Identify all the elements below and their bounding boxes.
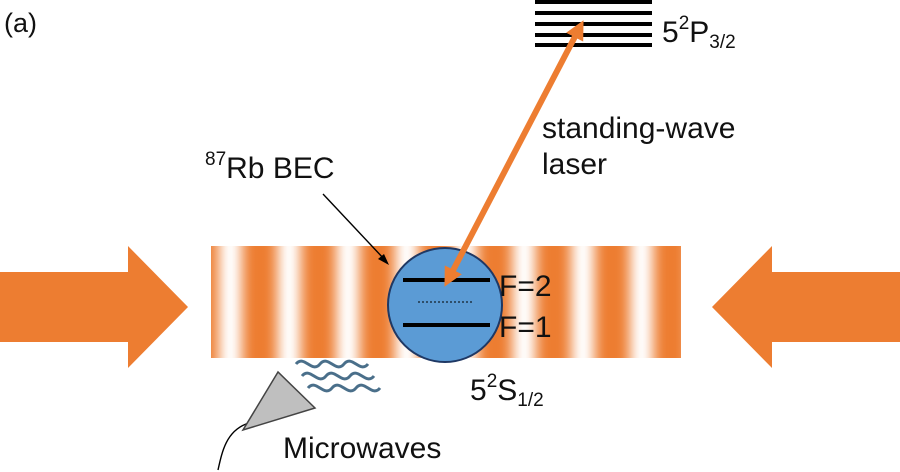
upper-level-lines: [535, 0, 652, 47]
right-laser-beam-arrow: [712, 246, 900, 368]
bec-cloud: [387, 247, 503, 363]
upper-level-mult: 2: [678, 13, 690, 34]
upper-level-j: 3/2: [709, 32, 736, 53]
microwave-label: Microwaves: [283, 432, 442, 465]
ground-level-label: 52S1/2: [470, 372, 544, 410]
upper-level-letter: P: [689, 16, 710, 49]
panel-label: (a): [4, 8, 37, 38]
hyperfine-f1-label: F=1: [499, 311, 552, 344]
bec-pointer-line: [322, 193, 386, 261]
antenna-cable: [217, 416, 271, 471]
bec-pointer-head: [378, 254, 389, 265]
ground-level-j: 1/2: [517, 390, 544, 411]
microwave-horn-antenna: [241, 370, 317, 432]
bec-label: 87Rb BEC: [205, 150, 335, 184]
bec-label-text: Rb BEC: [226, 152, 335, 185]
ground-level-letter: S: [497, 374, 518, 407]
bec-isotope: 87: [205, 149, 227, 170]
left-laser-beam-arrow: [0, 246, 188, 368]
microwave-waves: [294, 359, 382, 393]
upper-level-n: 5: [662, 16, 679, 49]
laser-label-line2: laser: [542, 148, 608, 181]
laser-label-line1: standing-wave: [542, 112, 736, 145]
hyperfine-f2-label: F=2: [499, 270, 552, 303]
ground-level-n: 5: [470, 374, 487, 407]
upper-level-label: 52P3/2: [662, 14, 736, 52]
ground-level-mult: 2: [486, 371, 498, 392]
transition-arrow: [444, 20, 584, 287]
